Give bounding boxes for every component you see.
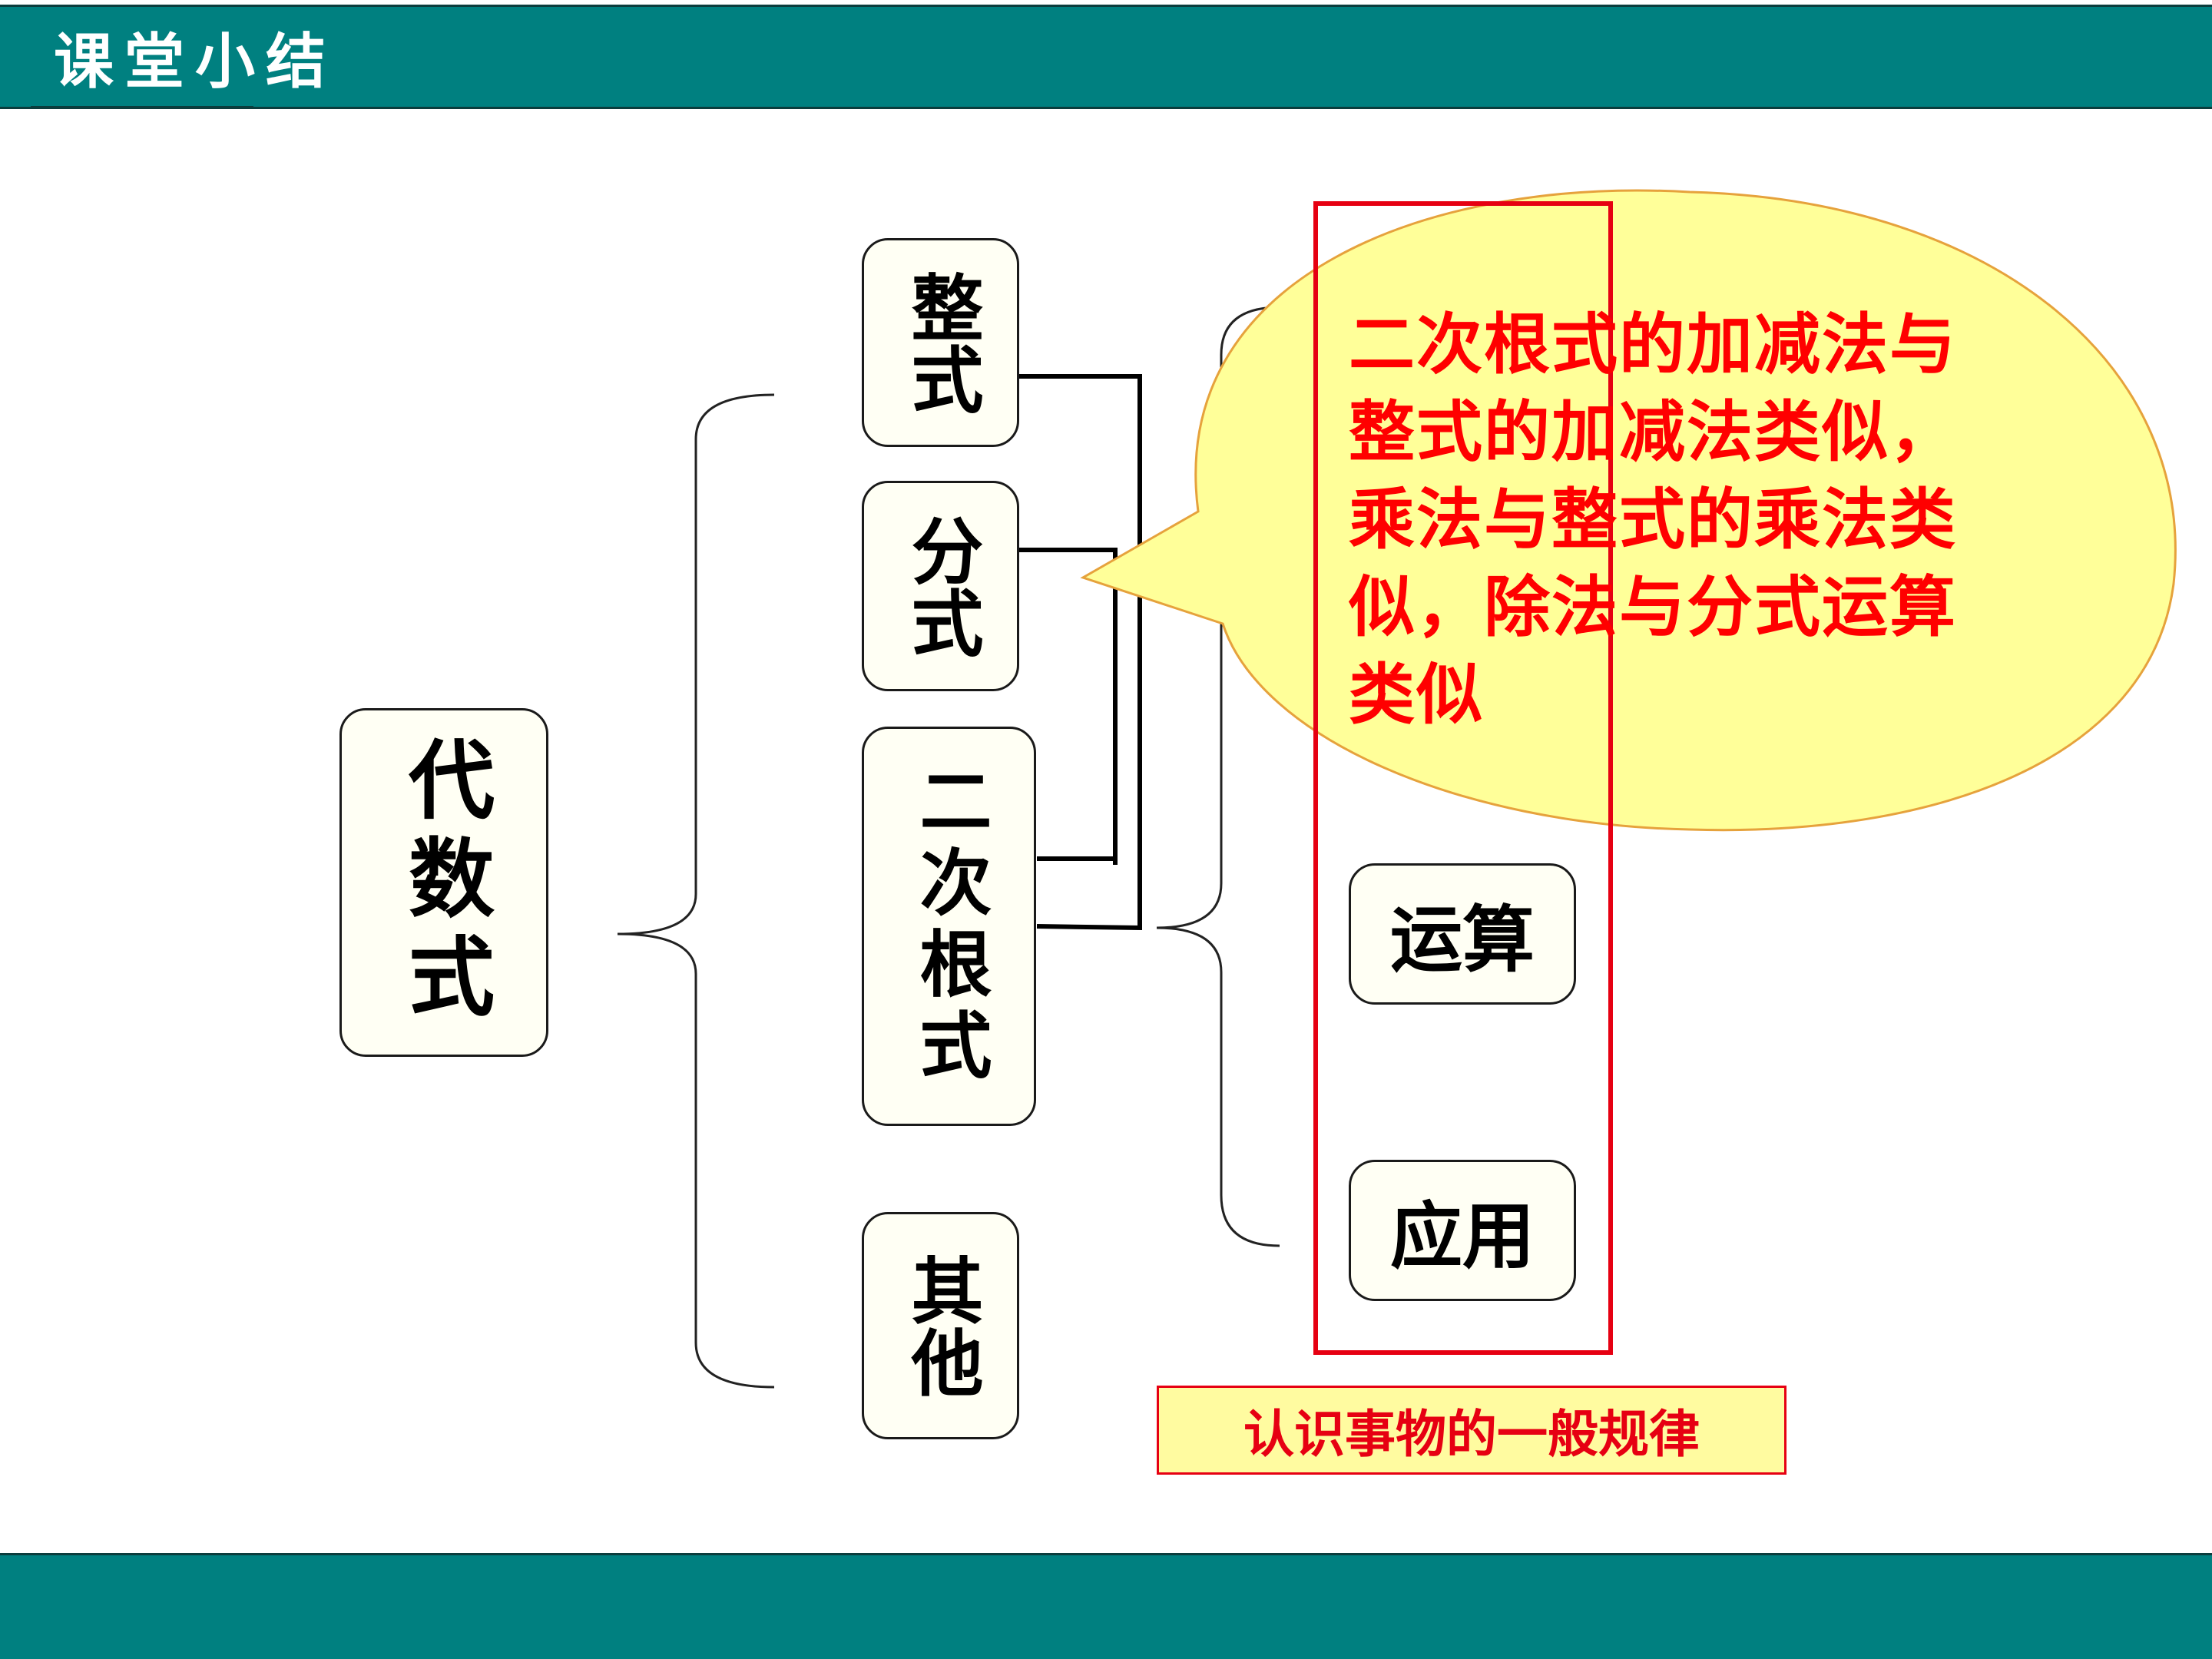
node-label: 整式	[899, 270, 983, 415]
arrow-to-fractional-expression	[1008, 550, 1118, 861]
callout-bubble	[1080, 189, 2177, 832]
callout-text: 二次根式的加减法与整式的加减法类似，乘法与整式的乘法类似，除法与分式运算类似	[1349, 306, 1957, 733]
node-label: 其他	[899, 1253, 983, 1398]
arrow-to-integral-expression	[995, 376, 1142, 931]
node-label: 应用	[1389, 1195, 1535, 1279]
footer-bar	[0, 1553, 2212, 1659]
node-quadratic-radical: 二次根式	[862, 727, 1036, 1126]
node-application: 应用	[1349, 1160, 1576, 1301]
slide-title: 课堂小结	[54, 28, 337, 97]
node-label: 运算	[1389, 899, 1535, 982]
rule-box: 认识事物的一般规律	[1157, 1386, 1786, 1475]
node-label: 代数式	[394, 735, 494, 1030]
node-fractional-expression: 分式	[862, 481, 1019, 691]
highlight-frame	[1313, 201, 1613, 1355]
node-label: 分式	[899, 514, 983, 658]
node-operation: 运算	[1349, 863, 1576, 1005]
rule-box-label: 认识事物的一般规律	[1243, 1405, 1700, 1464]
node-label: 二次根式	[907, 763, 992, 1089]
node-algebraic-expression: 代数式	[339, 708, 548, 1057]
main-brace	[617, 393, 775, 1389]
node-integral-expression: 整式	[862, 238, 1019, 447]
header-bar: 课堂小结	[0, 5, 2212, 109]
title-underline	[31, 106, 253, 109]
secondary-brace	[1156, 306, 1280, 1247]
node-others: 其他	[862, 1212, 1019, 1439]
